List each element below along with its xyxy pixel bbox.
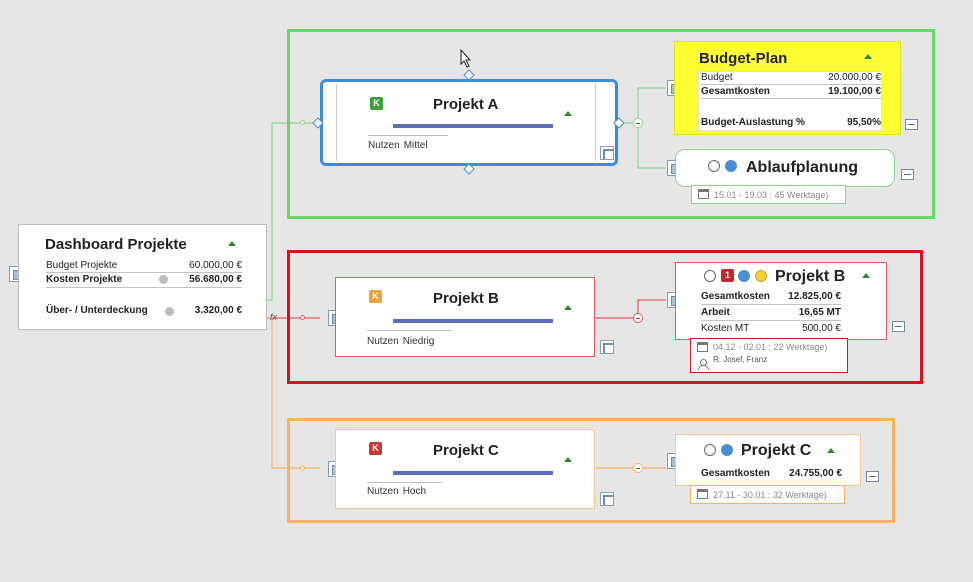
pie-icon <box>721 444 733 456</box>
dashboard-title: Dashboard Projekte <box>45 236 187 253</box>
collapse-icon[interactable] <box>901 169 914 180</box>
detail-b-date-box: 04.12 - 02.01 : 22 Werktage) R: Josef, F… <box>690 338 848 373</box>
edge-a-ablauf <box>637 123 666 169</box>
k-badge-icon: K <box>369 290 382 303</box>
attachment-icon[interactable] <box>600 146 614 160</box>
number-badge-icon: 1 <box>721 269 734 282</box>
edge-dashboard-c <box>266 317 320 469</box>
fx-label: fx <box>270 312 278 322</box>
detail-b-title: Projekt B <box>775 268 846 285</box>
edge-dashboard-a <box>266 122 320 301</box>
budget-plan-title: Budget-Plan <box>699 50 788 67</box>
collapse-branch-icon[interactable] <box>633 313 643 323</box>
collapse-arrow-icon[interactable] <box>564 457 572 462</box>
divider <box>701 84 881 85</box>
clock-icon <box>704 444 716 456</box>
ablauf-date: 15.01 - 19.03 : 45 Werktage) <box>691 185 846 204</box>
pie-icon <box>725 160 737 172</box>
clock-icon <box>704 270 716 282</box>
collapse-arrow-icon[interactable] <box>564 111 572 116</box>
collapse-arrow-icon[interactable] <box>862 273 870 278</box>
detail-c-date: 27.11 - 30.01 : 32 Werktage) <box>690 485 845 504</box>
collapse-icon[interactable] <box>892 321 905 332</box>
attachment-icon[interactable] <box>600 492 614 506</box>
collapse-branch-icon[interactable] <box>633 463 643 473</box>
smiley-icon <box>755 270 767 282</box>
divider <box>701 304 841 305</box>
connector-dot <box>300 466 305 471</box>
budget-row-auslastung: Budget-Auslastung %95,50% <box>701 117 881 128</box>
group-projekt-b <box>287 250 923 384</box>
detail-b-date: 04.12 - 02.01 : 22 Werktage) <box>713 342 828 352</box>
ablaufplanung-title: Ablaufplanung <box>746 159 858 176</box>
mouse-cursor <box>460 48 472 68</box>
collapse-arrow-icon[interactable] <box>228 241 236 246</box>
k-badge-icon: K <box>370 97 383 110</box>
formula-icon <box>165 307 174 316</box>
progress-bar <box>393 124 553 128</box>
clock-icon <box>708 160 720 172</box>
ablaufplanung-node[interactable]: Ablaufplanung <box>675 149 895 187</box>
projekt-a-inner <box>336 84 596 161</box>
edge-b-detail <box>596 299 666 319</box>
projekt-b-title: Projekt B <box>433 290 499 307</box>
divider <box>46 272 242 273</box>
calendar-icon <box>697 489 708 499</box>
calendar-icon <box>697 342 708 352</box>
divider <box>368 135 448 136</box>
collapse-icon[interactable] <box>905 119 918 130</box>
calendar-icon <box>698 189 709 199</box>
divider <box>701 320 841 321</box>
formula-icon <box>159 275 168 284</box>
budget-table <box>698 71 882 131</box>
divider <box>367 330 452 331</box>
progress-bar <box>393 319 553 323</box>
k-badge-icon: K <box>369 442 382 455</box>
detail-c-title: Projekt C <box>741 442 812 459</box>
divider <box>46 287 242 288</box>
collapse-icon[interactable] <box>866 471 879 482</box>
connector-dot <box>300 120 305 125</box>
divider <box>701 98 881 99</box>
projekt-a-title: Projekt A <box>433 96 499 113</box>
group-projekt-c <box>287 418 895 523</box>
group-projekt-a <box>287 29 935 219</box>
progress-bar <box>393 471 553 475</box>
collapse-arrow-icon[interactable] <box>564 305 572 310</box>
resource-icon <box>698 359 709 370</box>
projekt-c-title: Projekt C <box>433 442 499 459</box>
attachment-icon[interactable] <box>600 340 614 354</box>
collapse-arrow-icon[interactable] <box>827 448 835 453</box>
detail-b-resource: R: Josef, Franz <box>713 355 768 364</box>
collapse-arrow-icon[interactable] <box>864 54 872 59</box>
edge-a-budget <box>618 87 666 124</box>
connector-dot <box>300 315 305 320</box>
divider <box>367 482 442 483</box>
pie-icon <box>738 270 750 282</box>
collapse-branch-icon[interactable] <box>633 118 643 128</box>
